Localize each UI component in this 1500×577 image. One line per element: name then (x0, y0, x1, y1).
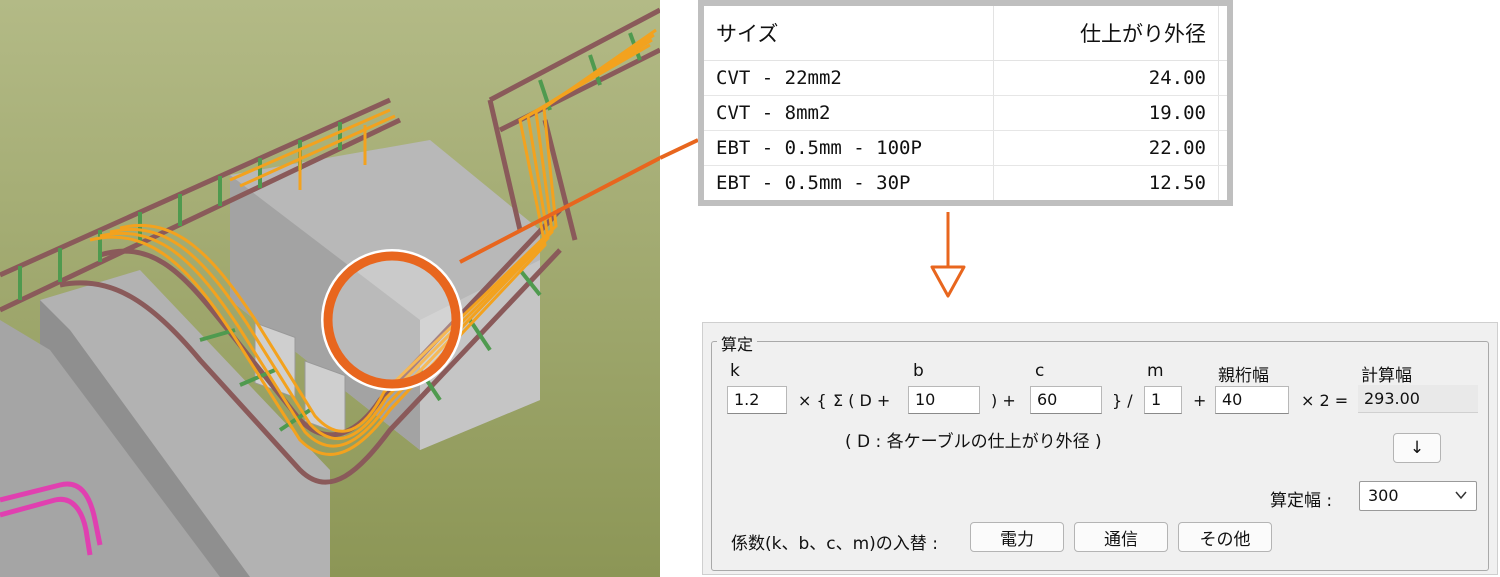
cable-size-table: サイズ 仕上がり外径 CVT - 22mm2 24.00 CVT - 8mm2 … (698, 0, 1233, 206)
cell-size: CVT - 22mm2 (704, 61, 994, 95)
magenta-pipes (0, 481, 103, 556)
b-input[interactable]: 10 (908, 386, 980, 414)
cell-diameter: 22.00 (994, 131, 1219, 165)
width-select[interactable]: 300 (1359, 481, 1477, 511)
parent-width-input[interactable]: 40 (1215, 386, 1289, 414)
op-sigma: Σ ( D + (833, 391, 891, 410)
communication-button[interactable]: 通信 (1074, 522, 1168, 552)
table-row[interactable]: CVT - 22mm2 24.00 (704, 61, 1227, 96)
table-row[interactable]: EBT - 0.5mm - 100P 22.00 (704, 131, 1227, 166)
3d-cable-tray-view (0, 0, 660, 577)
m-input[interactable]: 1 (1144, 386, 1182, 414)
cell-diameter: 24.00 (994, 61, 1219, 95)
cell-diameter: 12.50 (994, 166, 1219, 200)
column-header-diameter: 仕上がり外径 (994, 6, 1219, 60)
calc-width-result: 293.00 (1358, 385, 1478, 413)
label-calc-width: 計算幅 (1361, 366, 1412, 386)
cell-size: CVT - 8mm2 (704, 96, 994, 130)
cables (89, 28, 657, 456)
formula-note: ( D : 各ケーブルの仕上がり外径 ) (845, 432, 1102, 452)
c-input[interactable]: 60 (1030, 386, 1102, 414)
width-label: 算定幅 : (1270, 491, 1333, 511)
width-select-value: 300 (1368, 486, 1399, 505)
calculation-group (711, 341, 1489, 571)
op-close-plus: ) + (991, 391, 1016, 410)
table-row[interactable]: CVT - 8mm2 19.00 (704, 96, 1227, 131)
zoom-circle (323, 251, 461, 389)
op-plus: + (1193, 391, 1207, 410)
k-input[interactable]: 1.2 (727, 386, 787, 414)
label-k: k (730, 361, 740, 381)
callout-line-scene (459, 156, 660, 264)
table-header: サイズ 仕上がり外径 (704, 6, 1227, 61)
swap-coefficients-label: 係数(k、b、c、m)の入替 : (731, 534, 938, 554)
label-m: m (1147, 361, 1164, 381)
flow-down-arrow-icon (930, 212, 966, 298)
op-times-brace: × { (798, 391, 827, 410)
apply-down-button[interactable]: ↓ (1393, 433, 1441, 463)
other-button[interactable]: その他 (1178, 522, 1272, 552)
cell-diameter: 19.00 (994, 96, 1219, 130)
label-c: c (1035, 361, 1045, 381)
op-times2: × 2 = (1301, 391, 1349, 410)
calculation-panel: 算定 k b c m 親桁幅 計算幅 1.2 × { Σ ( D + 10 ) … (702, 322, 1498, 575)
power-button[interactable]: 電力 (970, 522, 1064, 552)
label-parent-width: 親桁幅 (1218, 366, 1269, 386)
cell-size: EBT - 0.5mm - 100P (704, 131, 994, 165)
chevron-down-icon (1455, 491, 1467, 500)
cell-size: EBT - 0.5mm - 30P (704, 166, 994, 200)
table-row[interactable]: EBT - 0.5mm - 30P 12.50 (704, 166, 1227, 200)
column-header-size: サイズ (704, 6, 994, 60)
label-b: b (913, 361, 924, 381)
group-title: 算定 (717, 331, 758, 355)
tray-rungs (18, 32, 642, 432)
op-close-div: } / (1112, 391, 1133, 410)
